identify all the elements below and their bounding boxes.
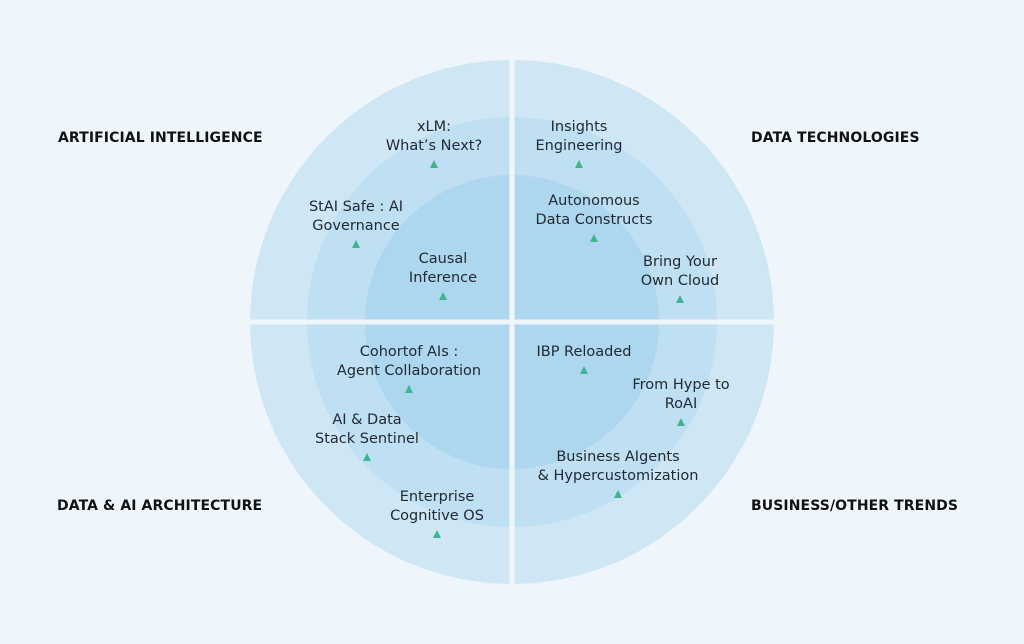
trend-marker-icon — [352, 240, 360, 248]
trend-stack-sentinel: AI & Data Stack Sentinel — [257, 411, 477, 461]
trend-marker-icon — [363, 453, 371, 461]
quadrant-title-data: DATA TECHNOLOGIES — [751, 130, 920, 146]
divider-horizontal — [240, 319, 784, 325]
trend-marker-icon — [614, 490, 622, 498]
trend-insights-engineering: Insights Engineering — [469, 118, 689, 168]
trend-autonomous-data: Autonomous Data Constructs — [484, 192, 704, 242]
quadrant-title-business: BUSINESS/OTHER TRENDS — [751, 498, 959, 514]
trend-marker-icon — [580, 366, 588, 374]
quadrant-title-arch: DATA & AI ARCHITECTURE — [57, 498, 263, 514]
trend-label: Governance — [312, 218, 400, 234]
trend-label: Own Cloud — [640, 273, 720, 289]
trend-label: RoAI — [664, 396, 698, 412]
trend-label: From Hype to — [632, 377, 730, 393]
quadrant-title-ai: ARTIFICIAL INTELLIGENCE — [58, 130, 263, 146]
trend-marker-icon — [433, 530, 441, 538]
trend-marker-icon — [590, 234, 598, 242]
trend-label: Bring Your — [643, 254, 717, 270]
trend-label: IBP Reloaded — [536, 344, 632, 360]
trend-label: Agent Collaboration — [336, 363, 482, 379]
trend-label: Cognitive OS — [390, 508, 484, 524]
trend-label: Causal — [418, 251, 468, 267]
trend-hype-to-roai: From Hype to RoAI — [571, 376, 791, 426]
trend-stai-safe: StAI Safe : AI Governance — [246, 198, 466, 248]
trend-marker-icon — [676, 295, 684, 303]
trend-label: Data Constructs — [535, 212, 653, 228]
trend-business-aigents: Business AIgents & Hypercustomization — [508, 448, 728, 498]
trend-marker-icon — [677, 418, 685, 426]
trend-xlm: xLM: What’s Next? — [324, 118, 544, 168]
trend-marker-icon — [575, 160, 583, 168]
trend-cohort-of-ais: Cohortof AIs : Agent Collaboration — [299, 343, 519, 393]
trend-label: & Hypercustomization — [537, 468, 699, 484]
trend-label: xLM: — [416, 119, 452, 135]
trend-label: Cohortof AIs : — [359, 344, 459, 360]
trend-causal-inference: Causal Inference — [333, 250, 553, 300]
trend-label: Insights — [550, 119, 608, 135]
trend-label: Inference — [408, 270, 478, 286]
trend-ibp-reloaded: IBP Reloaded — [474, 343, 694, 374]
trend-byo-cloud: Bring Your Own Cloud — [570, 253, 790, 303]
trend-enterprise-cognitive-os: Enterprise Cognitive OS — [327, 488, 547, 538]
trend-label: Business AIgents — [556, 449, 680, 465]
trend-label: What’s Next? — [385, 138, 483, 154]
trend-label: Enterprise — [399, 489, 475, 505]
trend-label: Autonomous — [548, 193, 640, 209]
trend-label: StAI Safe : AI — [308, 199, 404, 215]
trend-label: Engineering — [535, 138, 623, 154]
trend-label: AI & Data — [332, 412, 402, 428]
trend-label: Stack Sentinel — [315, 431, 419, 447]
trend-marker-icon — [405, 385, 413, 393]
trend-marker-icon — [439, 292, 447, 300]
trend-marker-icon — [430, 160, 438, 168]
